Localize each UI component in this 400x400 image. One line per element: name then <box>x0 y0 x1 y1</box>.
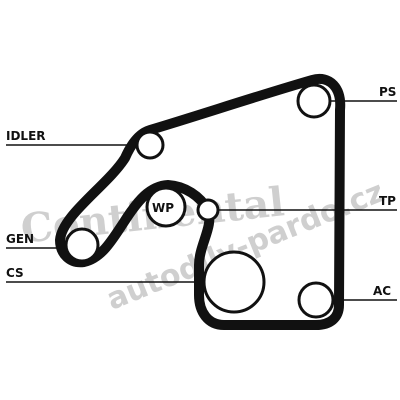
label-cs: CS <box>6 266 24 280</box>
pulleys <box>64 83 335 319</box>
label-wp: WP <box>152 201 174 215</box>
labels: IDLER GEN CS PS TP AC WP <box>6 85 396 298</box>
label-idler: IDLER <box>6 129 46 143</box>
label-tp: TP <box>379 194 396 208</box>
label-gen: GEN <box>6 232 34 246</box>
pulley-tp <box>196 198 220 222</box>
pulley-cs <box>202 250 266 314</box>
pulley-idler <box>135 130 165 160</box>
pulley-ps <box>296 83 332 119</box>
pulley-gen <box>64 227 100 263</box>
label-ps: PS <box>379 85 396 99</box>
pulley-ac <box>297 281 335 319</box>
label-ac: AC <box>373 284 391 298</box>
pulley-wp <box>145 186 187 228</box>
